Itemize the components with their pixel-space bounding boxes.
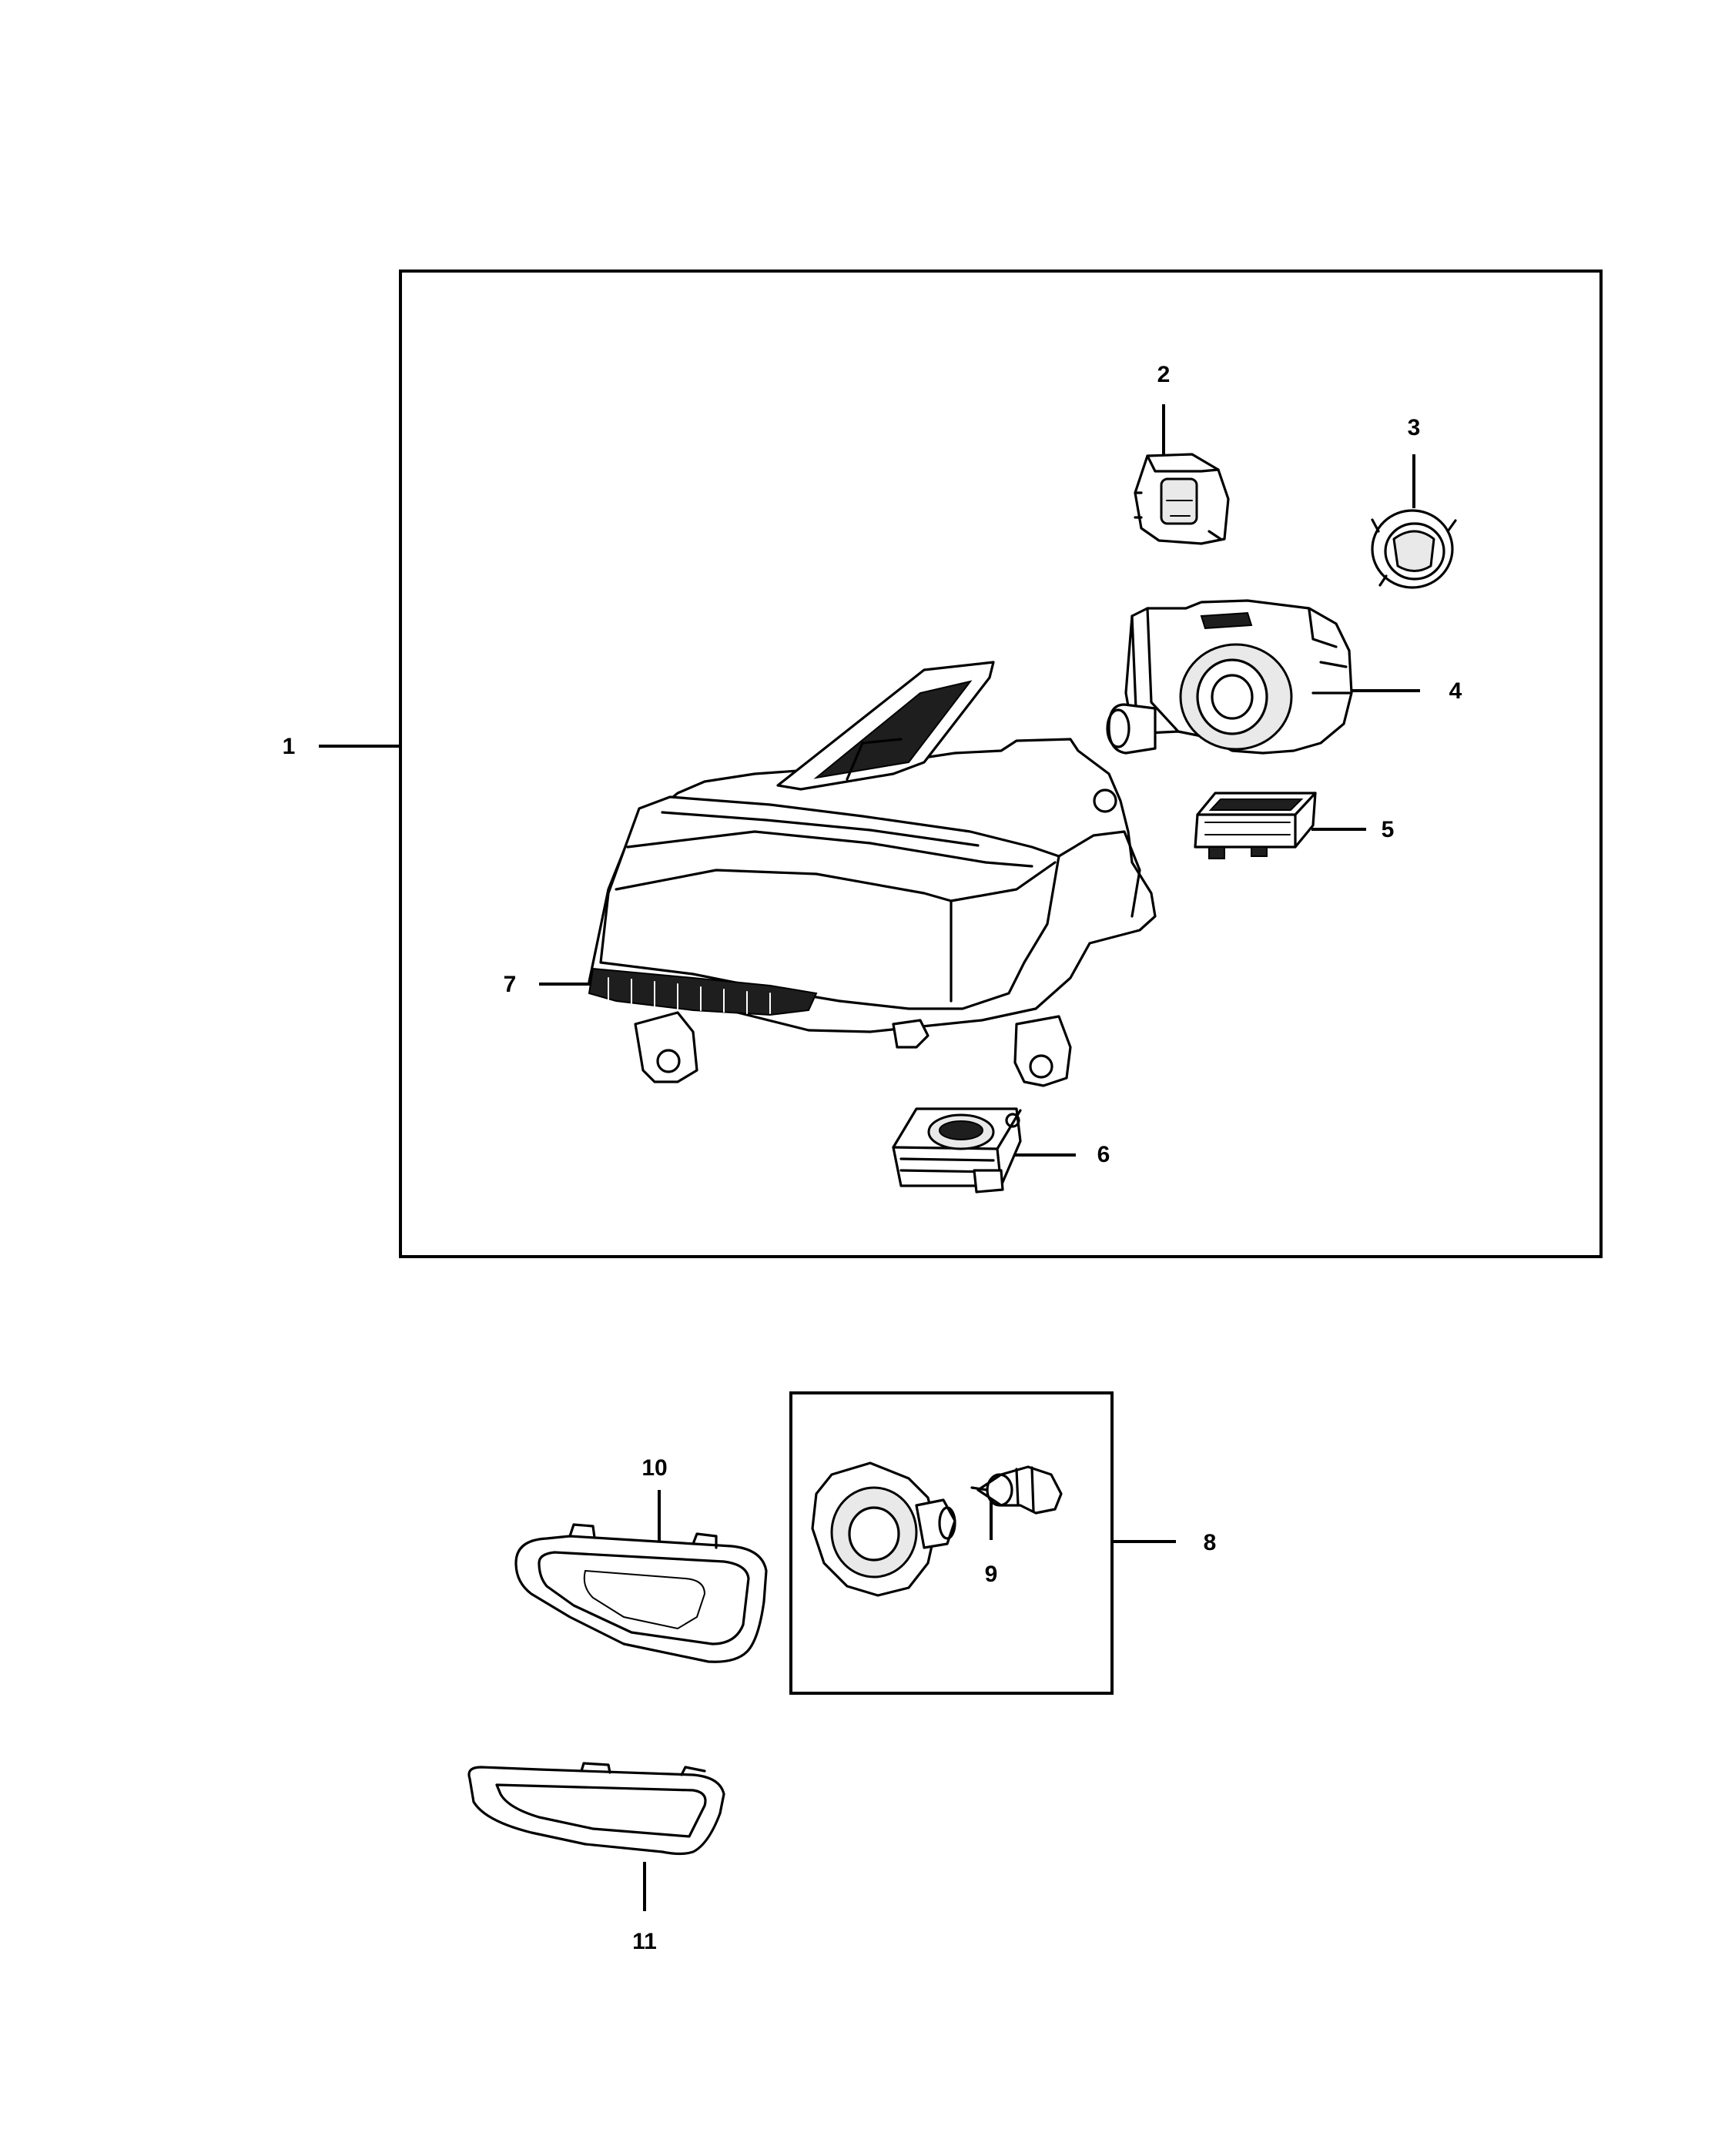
callout-2: 2 bbox=[1157, 362, 1171, 387]
callout-5: 5 bbox=[1382, 817, 1395, 842]
main-headlamp-housing bbox=[588, 661, 1157, 1087]
callout-6: 6 bbox=[1097, 1142, 1110, 1167]
callout-9: 9 bbox=[985, 1562, 998, 1587]
headlamp-assembly-frame bbox=[399, 270, 1603, 1258]
part-6-control-module bbox=[892, 1107, 1022, 1194]
part-11-blank-bezel bbox=[467, 1762, 725, 1856]
callout-4: 4 bbox=[1449, 678, 1462, 704]
part-8-fog-lamp bbox=[811, 1461, 956, 1597]
part-3-retaining-ring bbox=[1371, 509, 1457, 589]
callout-11: 11 bbox=[632, 1929, 657, 1954]
callout-1: 1 bbox=[283, 734, 296, 759]
part-10-fog-bezel bbox=[514, 1523, 768, 1663]
callout-7: 7 bbox=[504, 972, 517, 997]
callout-10: 10 bbox=[641, 1455, 667, 1481]
callout-8: 8 bbox=[1204, 1530, 1217, 1555]
part-4-projector-module bbox=[1106, 599, 1353, 755]
callout-3: 3 bbox=[1408, 415, 1421, 440]
part-9-fog-bulb bbox=[970, 1465, 1063, 1515]
part-5-ballast-module bbox=[1194, 792, 1317, 859]
part-2-igniter-socket bbox=[1134, 453, 1230, 545]
